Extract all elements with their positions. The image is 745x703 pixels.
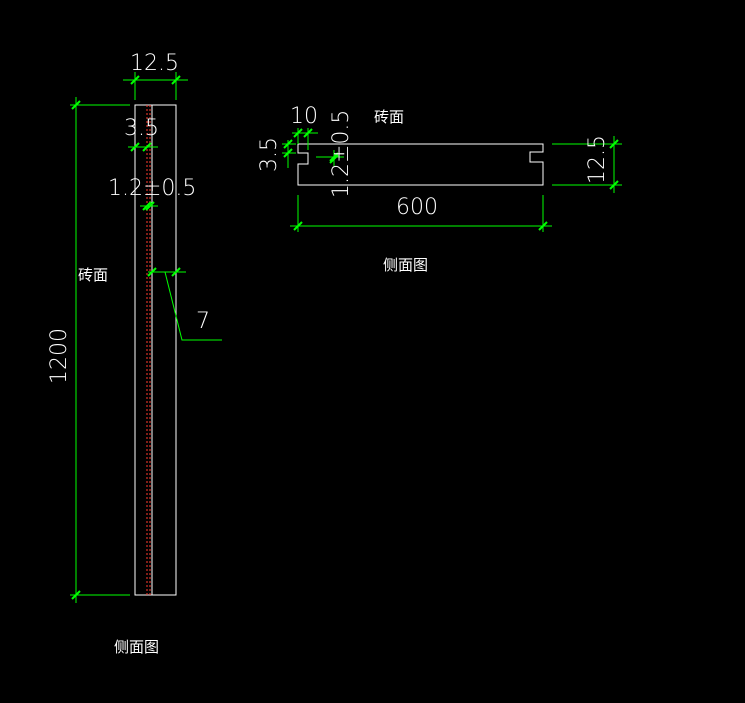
dim-right-groove-offset-label: 3.5 [257, 137, 282, 172]
left-panel-outline [134, 104, 177, 596]
dim-left-edge-label: 3.5 [124, 116, 159, 141]
right-panel-outline [297, 143, 544, 186]
dim-left-core: 1.2±0.5 [108, 176, 196, 211]
right-side-view: 10 3.5 1.2±0.5 600 [257, 104, 622, 274]
left-side-view: 12.5 3.5 1.2±0.5 7 [47, 51, 222, 656]
dim-left-core-label: 1.2±0.5 [108, 176, 196, 201]
dim-left-width: 12.5 [123, 51, 188, 100]
dim-right-length-label: 600 [396, 195, 438, 220]
left-face-label: 砖面 [78, 266, 108, 284]
right-face-label: 砖面 [374, 108, 404, 126]
dim-right-thickness: 12.5 [552, 135, 622, 193]
dim-left-height: 1200 [47, 97, 130, 603]
left-caption: 侧面图 [114, 638, 159, 656]
dim-right-groove-offset: 3.5 [257, 137, 296, 172]
dim-left-width-label: 12.5 [130, 51, 179, 76]
right-caption: 侧面图 [383, 256, 428, 274]
dim-left-height-label: 1200 [47, 328, 72, 384]
dim-right-core: 1.2±0.5 [316, 110, 354, 198]
dim-right-length: 600 [290, 195, 552, 232]
dim-left-leader-label: 7 [196, 309, 210, 334]
dim-right-groove-width: 10 [290, 104, 318, 150]
dim-left-leader: 7 [147, 267, 222, 341]
dim-left-edge: 3.5 [124, 116, 159, 152]
dim-right-groove-width-label: 10 [290, 104, 318, 129]
dim-right-thickness-label: 12.5 [585, 135, 610, 184]
dim-right-core-label: 1.2±0.5 [329, 110, 354, 198]
